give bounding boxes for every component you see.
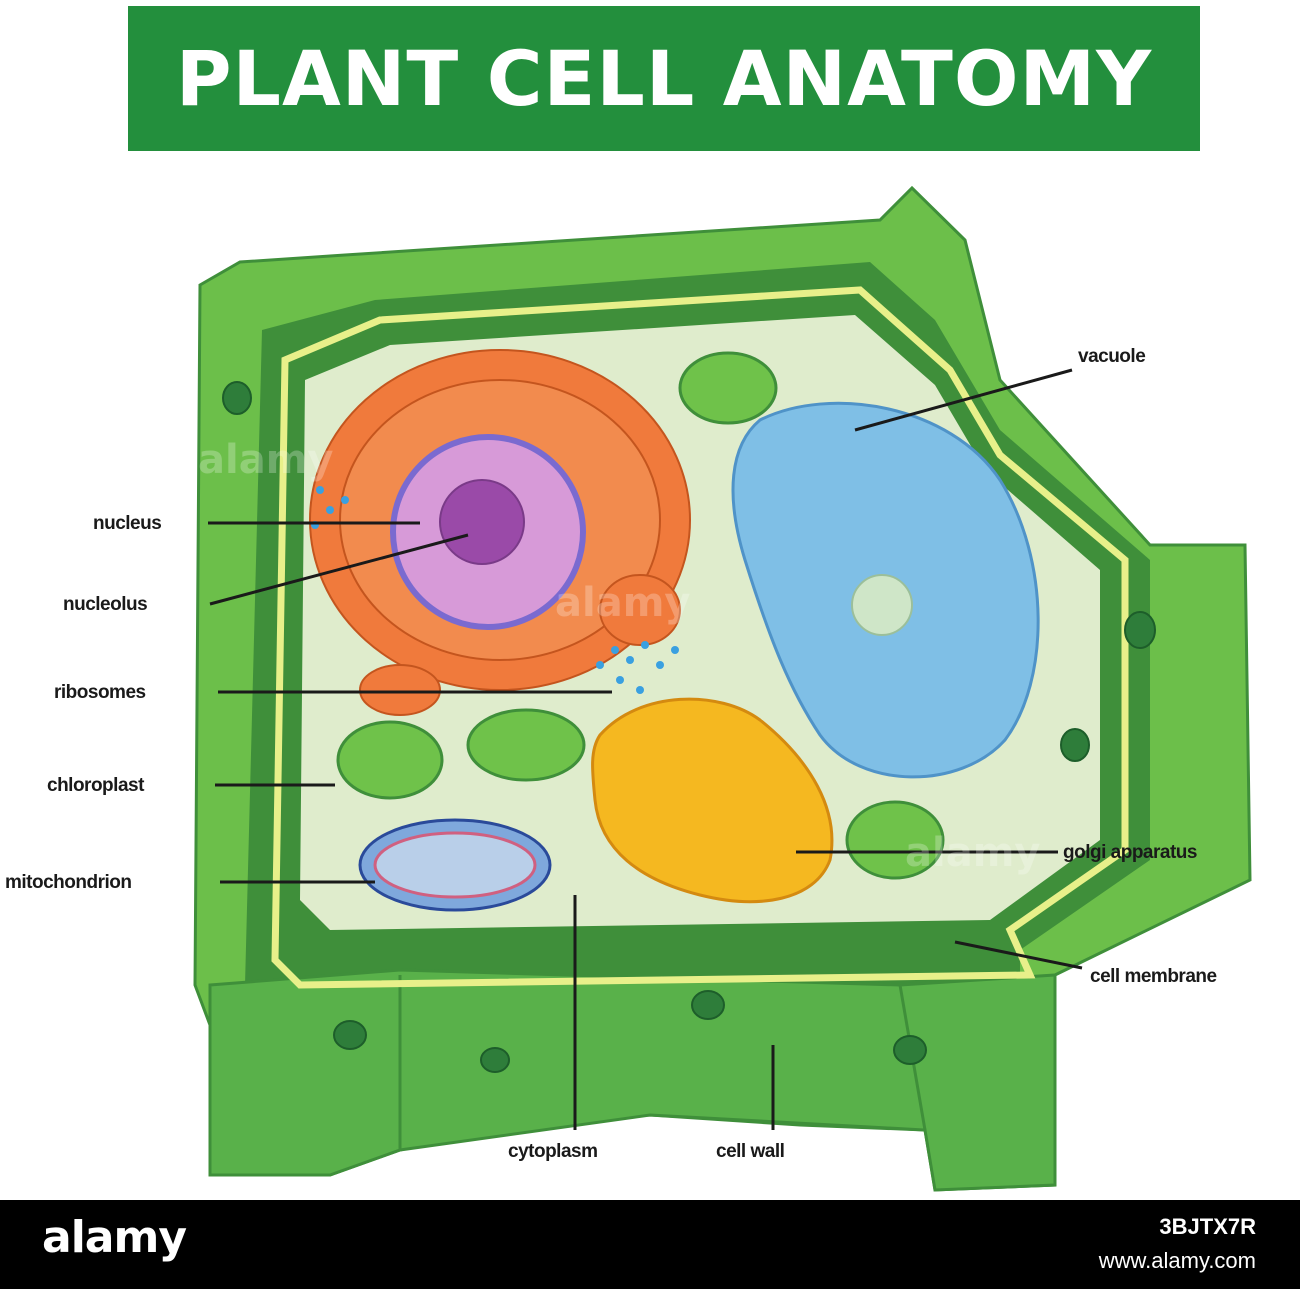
leader-lines [208,368,1083,1130]
label-nucleus: nucleus [93,513,162,534]
nucleolus [439,479,525,565]
footer-url: www.alamy.com [1098,1248,1256,1273]
footer-info: 3BJTX7R www.alamy.com [1099,1214,1256,1274]
footer-bar: alamy 3BJTX7R www.alamy.com [0,1200,1300,1289]
label-chloroplast: chloroplast [47,775,144,796]
plant-cell-diagram [193,185,1252,1192]
image-id: 3BJTX7R [1159,1214,1256,1239]
alamy-logo: alamy [42,1212,187,1263]
label-mitochondrion: mitochondrion [5,872,132,893]
label-cell-membrane: cell membrane [1090,966,1217,987]
ribosomes [311,486,679,694]
page-title: PLANT CELL ANATOMY [175,34,1153,123]
cell-wall-front [208,968,1057,1192]
label-cell-wall: cell wall [716,1141,785,1162]
golgi-apparatus [591,697,834,904]
label-ribosomes: ribosomes [54,682,146,703]
wall-pits [222,381,1156,1073]
title-banner: PLANT CELL ANATOMY [128,6,1200,151]
watermark: alamy [555,580,691,626]
watermark: alamy [905,830,1041,876]
label-vacuole: vacuole [1078,346,1146,367]
chloroplasts [336,351,945,880]
cell-membrane [271,286,1129,989]
label-nucleolus: nucleolus [63,594,148,615]
label-cytoplasm: cytoplasm [508,1141,598,1162]
label-golgi-apparatus: golgi apparatus [1063,842,1197,863]
watermark: alamy [198,437,334,483]
